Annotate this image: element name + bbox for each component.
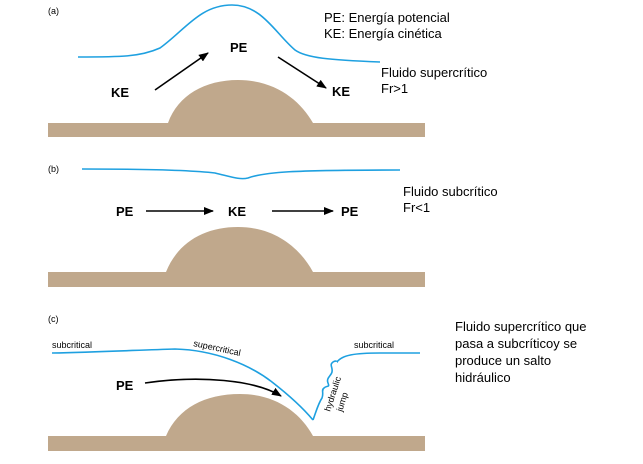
panel-a-arrow-up <box>154 52 209 91</box>
panel-a-note-line1: Fluido supercrítico <box>381 65 487 80</box>
panel-b-channel-bed <box>48 227 425 287</box>
panel-b: (b) PE KE PE Fluido subcrítico Fr<1 <box>48 164 498 287</box>
panel-c-hydraulic-jump-curl <box>312 360 339 421</box>
panel-a-legend-pe: PE: Energía potencial <box>324 10 450 25</box>
panel-b-note-line2: Fr<1 <box>403 200 430 215</box>
panel-a-tag: (a) <box>48 6 59 16</box>
panel-b-tag: (b) <box>48 164 59 174</box>
panel-a-note-line2: Fr>1 <box>381 81 408 96</box>
panel-c-water-surface-upstream <box>51 348 314 421</box>
panel-c-note-line4: hidráulico <box>455 370 511 385</box>
panel-c-arrow-curve <box>144 378 282 397</box>
panel-c-energy-left: PE <box>116 378 134 393</box>
panel-a-energy-right: KE <box>332 84 350 99</box>
panel-a-energy-left: KE <box>111 85 129 100</box>
panel-a-channel-bed <box>48 80 425 137</box>
panel-b-note-line1: Fluido subcrítico <box>403 184 498 199</box>
panel-c-water-surface-downstream <box>336 352 420 363</box>
panel-c-note-line3: produce un salto <box>455 353 551 368</box>
panel-c-label-subcritical-right: subcritical <box>354 340 394 350</box>
panel-c-tag: (c) <box>48 314 59 324</box>
panel-c-note-line2: pasa a subcríticoy se <box>455 336 577 351</box>
panel-a-energy-top: PE <box>230 40 248 55</box>
panel-c-note-line1: Fluido supercrítico que <box>455 319 587 334</box>
panel-b-water-surface <box>81 168 401 180</box>
panel-a: (a) KE PE KE PE: Energía potencial KE: E… <box>48 4 487 137</box>
panel-c-channel-bed <box>48 394 425 451</box>
panel-a-legend-ke: KE: Energía cinética <box>324 26 443 41</box>
panel-b-energy-mid: KE <box>228 204 246 219</box>
panel-c-label-subcritical-left: subcritical <box>52 340 92 350</box>
panel-a-arrow-down <box>277 56 327 89</box>
panel-c: (c) subcritical supercritical subcritica… <box>48 314 587 451</box>
panel-b-energy-left: PE <box>116 204 134 219</box>
panel-a-water-surface <box>77 4 381 63</box>
panel-b-energy-right: PE <box>341 204 359 219</box>
